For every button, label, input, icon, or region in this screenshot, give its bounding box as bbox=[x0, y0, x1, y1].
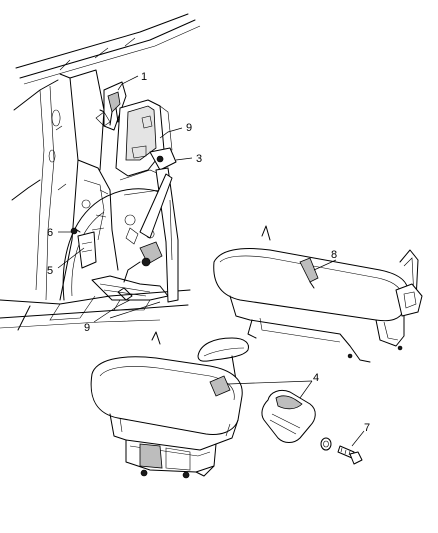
callout-4: 4 bbox=[313, 372, 319, 384]
bench-seat-assembly bbox=[213, 225, 423, 363]
callout-9-lower: 9 bbox=[84, 322, 90, 334]
callout-3: 3 bbox=[196, 153, 202, 165]
bucket-seat-assembly bbox=[90, 331, 249, 479]
seat-buckle-part bbox=[261, 389, 316, 443]
callout-7: 7 bbox=[364, 422, 370, 434]
bolt-part bbox=[337, 445, 363, 465]
washer-part bbox=[320, 437, 332, 451]
callout-9-upper: 9 bbox=[186, 122, 192, 134]
callout-1: 1 bbox=[141, 71, 147, 83]
vehicle-interior-body bbox=[0, 13, 201, 331]
leader-lines bbox=[57, 75, 365, 447]
callout-8: 8 bbox=[331, 249, 337, 261]
callout-6: 6 bbox=[47, 227, 53, 239]
callout-5: 5 bbox=[47, 265, 53, 277]
